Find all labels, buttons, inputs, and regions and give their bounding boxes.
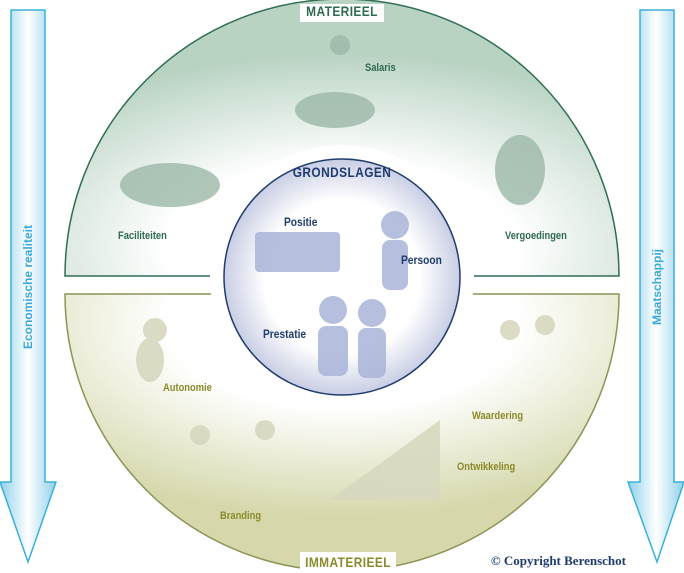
label-positie: Positie — [284, 215, 318, 229]
label-waardering: Waardering — [472, 410, 524, 422]
label-ontwikkeling: Ontwikkeling — [457, 461, 516, 473]
materieel-ring — [64, 0, 620, 277]
immaterieel-heading: IMMATERIEEL — [305, 554, 391, 570]
label-autonomie: Autonomie — [163, 382, 212, 394]
materieel-heading: MATERIEEL — [306, 3, 378, 19]
left-arrow — [0, 9, 58, 565]
copyright: © Copyright Berenschot — [490, 553, 626, 568]
right-arrow-label: Maatschappij — [650, 248, 664, 326]
left-arrow-label: Economische realiteit — [21, 224, 35, 350]
label-salaris: Salaris — [365, 62, 396, 74]
right-arrow — [626, 9, 684, 565]
label-persoon: Persoon — [401, 253, 442, 267]
label-faciliteiten: Faciliteiten — [118, 230, 167, 242]
label-prestatie: Prestatie — [263, 327, 307, 341]
label-branding: Branding — [220, 510, 262, 522]
grondslagen-heading: GRONDSLAGEN — [292, 164, 392, 180]
label-vergoedingen: Vergoedingen — [505, 230, 567, 242]
